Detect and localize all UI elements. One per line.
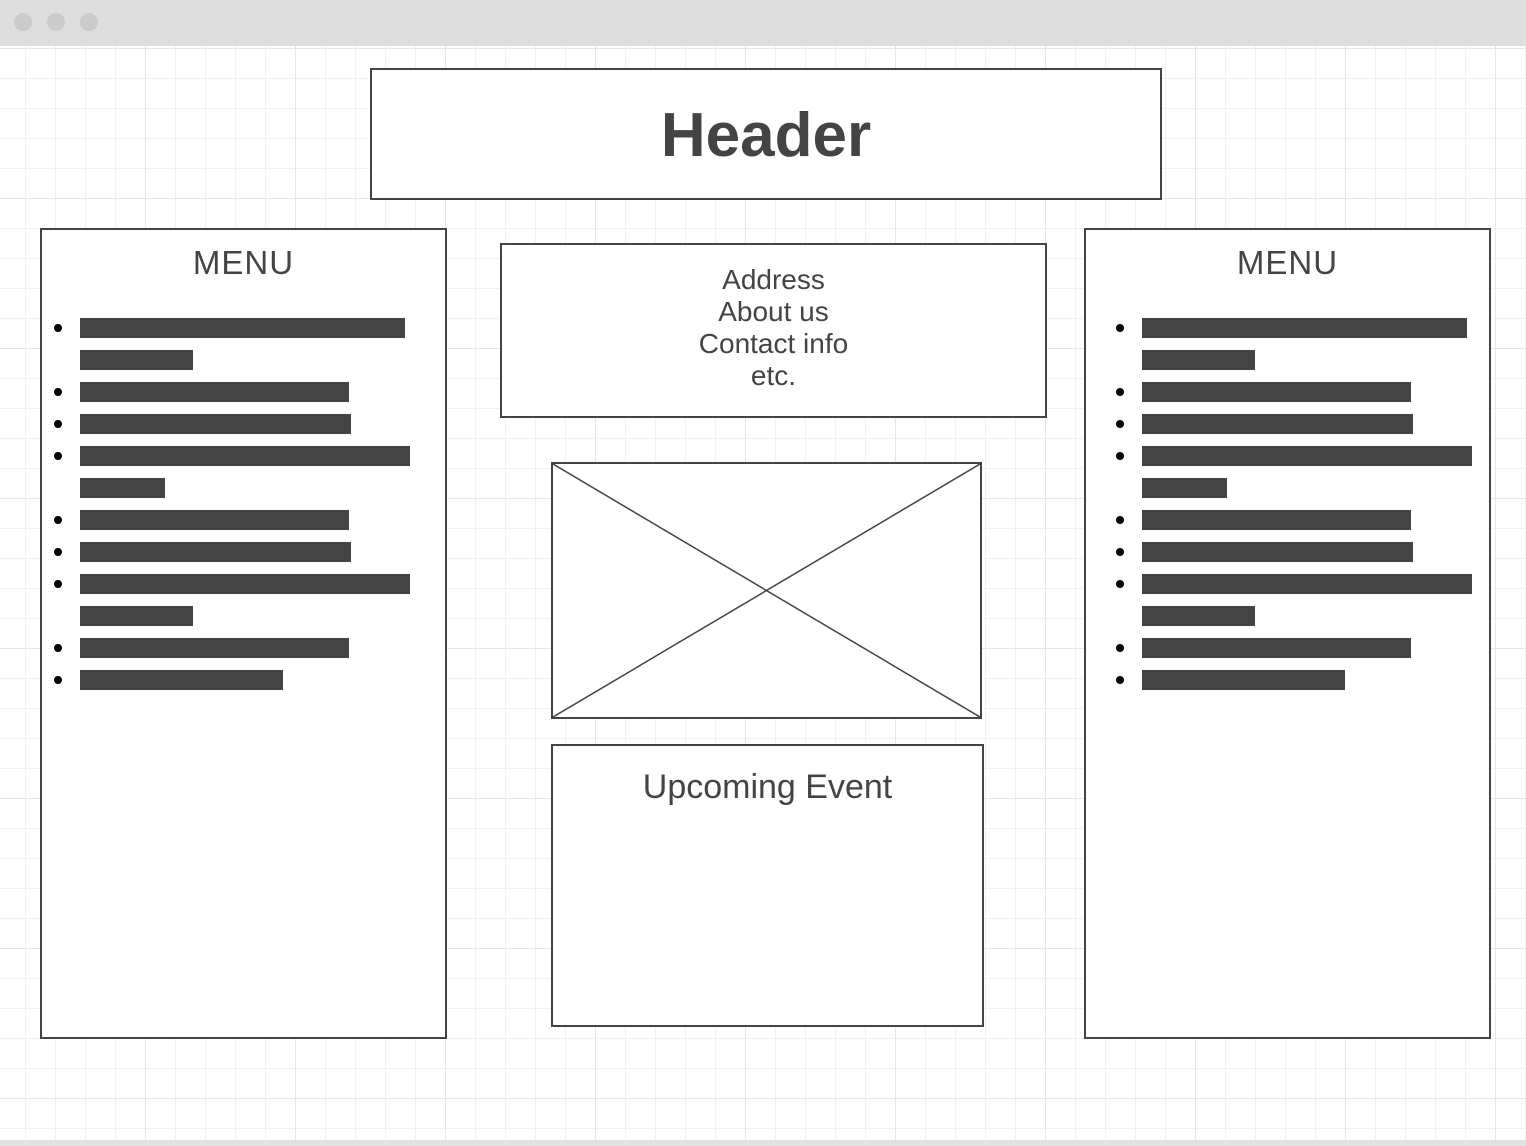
window-minimize-dot[interactable] [47,13,65,31]
left-menu-list [42,318,445,702]
window-close-dot[interactable] [14,13,32,31]
placeholder-text-bar [1142,542,1413,562]
bullet-icon [54,516,62,524]
placeholder-text-bar [80,382,349,402]
bottom-edge [0,1140,1526,1146]
placeholder-text-bar [80,574,410,594]
menu-item[interactable] [42,670,445,690]
info-line-contact-info[interactable]: Contact info [698,328,849,359]
bullet-icon [1116,580,1124,588]
header-title: Header [660,100,872,170]
menu-item[interactable] [1086,382,1489,402]
placeholder-text-bar [80,350,193,370]
left-menu-panel: MENU [40,228,447,1039]
bullet-icon [54,580,62,588]
bullet-icon [1116,548,1124,556]
placeholder-text-bar [1142,606,1255,626]
window-maximize-dot[interactable] [80,13,98,31]
left-menu-title: MENU [192,244,295,281]
bullet-icon [1116,452,1124,460]
menu-item[interactable] [1086,446,1489,498]
menu-item[interactable] [1086,574,1489,626]
right-menu-title: MENU [1236,244,1339,281]
menu-item[interactable] [42,510,445,530]
bullet-icon [1116,388,1124,396]
bullet-icon [54,644,62,652]
menu-item[interactable] [1086,318,1489,370]
crossed-box-image-icon [553,464,980,717]
menu-item[interactable] [1086,670,1489,690]
menu-item[interactable] [42,542,445,562]
menu-item[interactable] [1086,638,1489,658]
bullet-icon [1116,644,1124,652]
placeholder-text-bar [80,670,283,690]
placeholder-text-bar [1142,318,1467,338]
bullet-icon [54,420,62,428]
bullet-icon [54,324,62,332]
bullet-icon [1116,516,1124,524]
placeholder-text-bar [1142,574,1472,594]
placeholder-text-bar [1142,446,1472,466]
menu-item[interactable] [42,638,445,658]
info-line-about-us[interactable]: About us [718,296,829,327]
bullet-icon [54,452,62,460]
bullet-icon [1116,324,1124,332]
placeholder-text-bar [1142,478,1227,498]
info-line-address[interactable]: Address [722,264,825,295]
bullet-icon [54,548,62,556]
placeholder-text-bar [80,414,351,434]
menu-item[interactable] [42,318,445,370]
bullet-icon [1116,676,1124,684]
info-line-etc: etc. [750,360,797,391]
right-menu-list [1086,318,1489,702]
placeholder-text-bar [80,318,405,338]
menu-item[interactable] [42,382,445,402]
placeholder-text-bar [1142,638,1411,658]
menu-item[interactable] [1086,510,1489,530]
image-placeholder [551,462,982,719]
placeholder-text-bar [1142,382,1411,402]
header-box: Header [370,68,1162,200]
info-box: Address About us Contact info etc. [500,243,1047,418]
menu-item[interactable] [42,414,445,434]
upcoming-event-box: Upcoming Event [551,744,984,1027]
bullet-icon [54,388,62,396]
placeholder-text-bar [80,606,193,626]
menu-item[interactable] [1086,542,1489,562]
placeholder-text-bar [1142,414,1413,434]
menu-item[interactable] [42,446,445,498]
placeholder-text-bar [80,542,351,562]
menu-item[interactable] [42,574,445,626]
info-lines: Address About us Contact info etc. [502,264,1045,392]
placeholder-text-bar [1142,510,1411,530]
placeholder-text-bar [80,638,349,658]
bullet-icon [1116,420,1124,428]
placeholder-text-bar [1142,670,1345,690]
placeholder-text-bar [80,446,410,466]
placeholder-text-bar [1142,350,1255,370]
placeholder-text-bar [80,510,349,530]
bullet-icon [54,676,62,684]
right-menu-panel: MENU [1084,228,1491,1039]
window-titlebar [0,0,1526,46]
menu-item[interactable] [1086,414,1489,434]
placeholder-text-bar [80,478,165,498]
upcoming-event-title: Upcoming Event [642,768,893,806]
